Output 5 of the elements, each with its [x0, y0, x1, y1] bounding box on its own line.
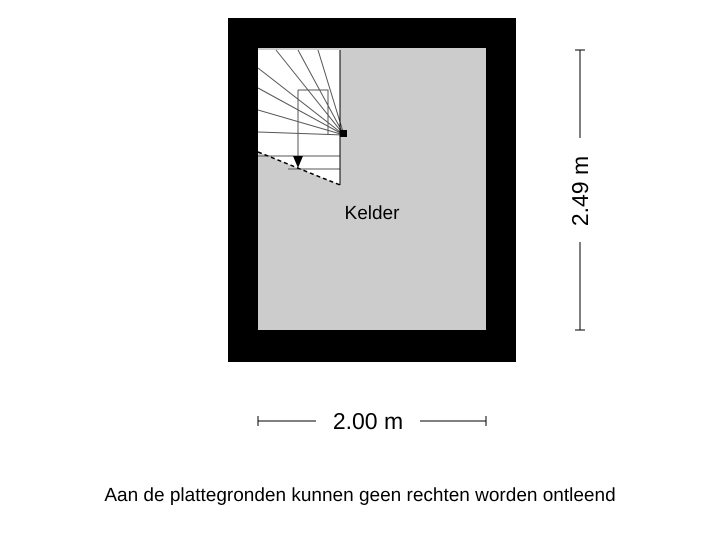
dimension-label: 2.49 m — [567, 154, 593, 228]
disclaimer-text: Aan de plattegronden kunnen geen rechten worden ontleend — [103, 485, 617, 507]
room — [258, 48, 486, 330]
room-label: Kelder — [344, 203, 400, 225]
dimension-label: 2.00 m — [332, 408, 404, 434]
